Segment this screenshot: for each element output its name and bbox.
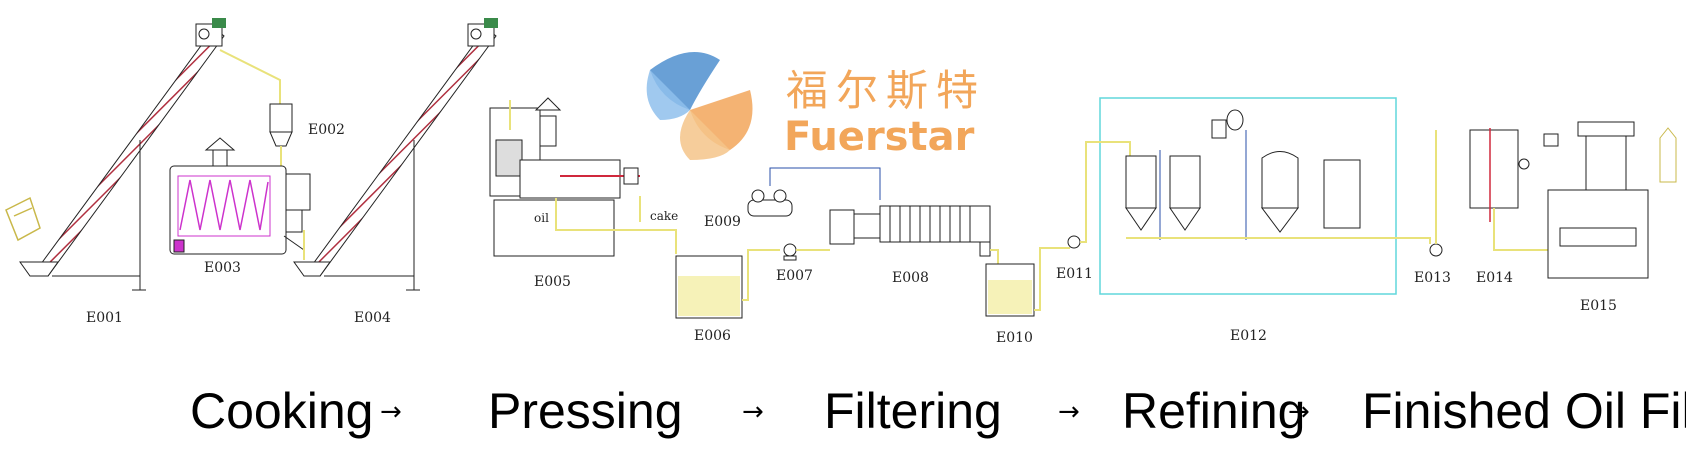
label-e002: E002 [308,122,345,138]
stage-finished-oil-filling: Finished Oil Filling [1362,383,1686,439]
oil-label: oil [534,211,549,225]
filling-machine-e015 [1543,121,1677,279]
label-e014: E014 [1476,270,1513,286]
label-e007: E007 [776,268,813,284]
refining-unit-frame [1099,97,1397,295]
label-e005: E005 [534,274,571,290]
stage-pressing: Pressing [488,383,683,439]
refining-tanks [1125,109,1390,240]
separator-e002 [269,103,293,170]
stage-arrow-1: → [380,397,402,427]
tank-e006 [675,255,743,319]
inclined-conveyor-2 [293,18,498,291]
label-e009: E009 [704,214,741,230]
pump-e011 [1067,235,1081,249]
label-e010: E010 [996,330,1033,346]
label-e001: E001 [86,310,123,326]
storage-tank-e014 [1469,128,1530,222]
stage-filtering: Filtering [824,383,1002,439]
label-e012: E012 [1230,328,1267,344]
pipe [219,49,281,104]
label-e013: E013 [1414,270,1451,286]
filter-press-e008 [829,205,991,257]
label-e003: E003 [204,260,241,276]
label-e015: E015 [1580,298,1617,314]
logo-english-text: Fuerstar [784,114,975,160]
stage-arrow-3: → [1058,397,1080,427]
pump-e013 [1429,243,1443,257]
oil-pipe [555,198,677,254]
oil-press-e005 [489,97,640,257]
label-e011: E011 [1056,266,1093,282]
logo-chinese-text: 福尔斯特 [786,66,986,115]
label-e004: E004 [354,310,391,326]
tank-e010 [985,263,1035,317]
stage-arrow-2: → [742,397,764,427]
pump-e007 [783,243,797,261]
logo-mark-icon [646,52,753,160]
stage-cooking: Cooking [190,383,373,439]
stage-refining: Refining [1122,383,1305,439]
stage-arrow-4: → [1288,397,1310,427]
label-e008: E008 [892,270,929,286]
cake-label: cake [650,209,678,223]
label-e006: E006 [694,328,731,344]
inclined-conveyor-1 [19,18,226,291]
fuerstar-logo: 福尔斯特 Fuerstar [646,52,986,160]
air-compressor-e009 [747,167,881,217]
cooker-e003 [169,137,311,255]
feed-bag [5,196,41,242]
